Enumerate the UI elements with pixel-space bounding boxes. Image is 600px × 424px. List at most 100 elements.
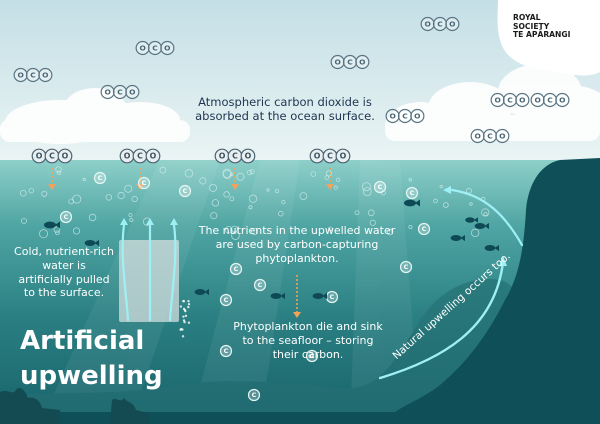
coral — [0, 387, 150, 424]
oxygen-atom-icon: O — [160, 40, 175, 56]
bubble-icon — [39, 229, 49, 239]
bubble-icon — [224, 226, 233, 234]
atmospheric-co2-label: Atmospheric carbon dioxide is absorbed a… — [195, 95, 375, 124]
carbon-particle-icon: C — [373, 180, 387, 194]
carbon-particle-icon: C — [137, 176, 151, 190]
fish-icon — [474, 222, 489, 230]
bubble-icon — [187, 302, 191, 306]
oxygen-atom-icon: O — [31, 148, 47, 164]
carbon-particle-icon: C — [219, 293, 233, 307]
bubble-icon — [335, 177, 341, 183]
svg-text:C: C — [330, 294, 335, 301]
bubble-icon — [408, 178, 413, 182]
absorption-arrow-icon — [231, 168, 239, 190]
oxygen-atom-icon: O — [410, 108, 425, 124]
oxygen-atom-icon: O — [555, 92, 570, 108]
bubble-icon — [408, 224, 413, 230]
svg-text:C: C — [252, 392, 257, 399]
carbon-particle-icon: C — [247, 388, 261, 402]
svg-text:O: O — [42, 70, 48, 79]
carbon-particle-icon: C — [305, 349, 319, 363]
oxygen-atom-icon: O — [490, 92, 505, 108]
bubble-icon — [187, 299, 190, 303]
fish-icon — [270, 292, 285, 300]
bubble-icon — [209, 183, 218, 192]
carbon-atom-icon: C — [542, 92, 558, 108]
svg-text:C: C — [183, 188, 188, 195]
natural-upwelling-arrow-icon — [378, 256, 507, 380]
svg-text:C: C — [402, 111, 407, 120]
carbon-particle-icon: C — [229, 262, 243, 276]
bubble-icon — [184, 314, 188, 318]
bubble-icon — [250, 227, 259, 236]
svg-text:C: C — [137, 152, 143, 161]
svg-text:C: C — [507, 95, 512, 104]
cloud-left — [0, 88, 190, 144]
bubble-icon — [236, 172, 245, 181]
bubble-icon — [56, 170, 62, 175]
bubble-icon — [222, 168, 232, 178]
bubble-icon — [310, 171, 317, 177]
svg-text:C: C — [310, 353, 315, 360]
svg-text:O: O — [314, 152, 321, 161]
title-line-1: Artificial — [20, 326, 145, 356]
svg-text:C: C — [234, 266, 239, 273]
bubble-icon — [442, 202, 449, 208]
oxygen-atom-icon: O — [135, 40, 150, 56]
bubble-icon — [324, 175, 330, 180]
bubble-icon — [210, 212, 218, 220]
svg-text:C: C — [422, 226, 427, 233]
carbon-particle-icon: C — [59, 210, 73, 224]
artificial-upwelling-title: Artificial upwelling — [20, 324, 180, 394]
bubble-icon — [181, 335, 185, 338]
bubble-icon — [354, 210, 360, 216]
fish-icon — [312, 292, 327, 300]
svg-text:O: O — [334, 57, 340, 66]
fish-icon — [450, 234, 465, 242]
bubble-icon — [159, 166, 167, 174]
bubble-icon — [105, 194, 113, 201]
title-line-2: upwelling — [20, 361, 163, 392]
oxygen-atom-icon: O — [240, 148, 256, 164]
svg-text:O: O — [474, 131, 480, 140]
svg-text:C: C — [152, 43, 157, 52]
bubble-icon — [182, 300, 186, 303]
surface-current-arrow-icon — [443, 186, 524, 247]
oxygen-atom-icon: O — [330, 54, 345, 70]
bubble-icon — [129, 218, 134, 223]
logo-line-2: SOCIETY — [513, 21, 550, 31]
svg-text:O: O — [219, 152, 226, 161]
svg-text:C: C — [258, 282, 263, 289]
bubble-icon — [470, 228, 480, 238]
royal-society-logo: ROYAL SOCIETY TE APĀRANGI — [513, 13, 571, 40]
svg-text:C: C — [232, 152, 238, 161]
svg-text:O: O — [104, 87, 110, 96]
bubble-icon — [278, 210, 284, 217]
oxygen-atom-icon: O — [125, 84, 140, 100]
absorption-arrow-icon — [48, 168, 56, 190]
svg-text:O: O — [414, 111, 420, 120]
bubble-icon — [333, 185, 338, 190]
bubble-icon — [128, 212, 133, 218]
oxygen-atom-icon: O — [515, 92, 530, 108]
bubble-icon — [72, 227, 81, 235]
oxygen-atom-icon: O — [119, 148, 135, 164]
oxygen-atom-icon: O — [38, 67, 53, 83]
svg-text:O: O — [17, 70, 23, 79]
bubble-icon — [179, 305, 183, 308]
bubble-icon — [180, 327, 183, 331]
bubble-icon — [124, 184, 133, 193]
carbon-atom-icon: C — [432, 16, 448, 32]
oxygen-atom-icon: O — [445, 16, 460, 32]
svg-text:C: C — [410, 190, 415, 197]
svg-text:C: C — [64, 214, 69, 221]
bubble-icon — [380, 189, 386, 196]
oxygen-atom-icon: O — [57, 148, 73, 164]
logo-line-3: TE APĀRANGI — [513, 30, 571, 40]
